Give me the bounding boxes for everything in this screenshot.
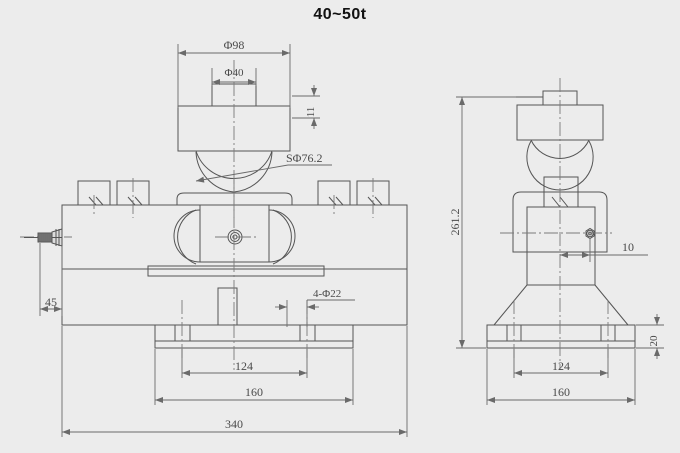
dim-20 — [636, 314, 664, 359]
label-phi98: Φ98 — [224, 38, 245, 52]
label-phi40: Φ40 — [224, 67, 244, 79]
bottom-strip — [147, 265, 325, 277]
label-160-side: 160 — [552, 385, 570, 399]
front-dimensions — [39, 44, 408, 437]
side-base-plate — [486, 324, 636, 349]
side-view-geometry — [460, 90, 636, 349]
dim-sphi762 — [195, 164, 332, 183]
dim-phi40 — [211, 68, 257, 86]
side-dimensions — [456, 96, 664, 405]
dimension-labels: Φ98 Φ40 11 SΦ76.2 45 4-Φ22 124 160 340 2… — [45, 38, 660, 431]
label-340: 340 — [225, 417, 243, 431]
dim-124 — [181, 349, 308, 378]
front-view-geometry — [61, 83, 408, 349]
dim-2612 — [456, 96, 516, 349]
label-sphi762: SΦ76.2 — [286, 151, 322, 165]
center-block — [176, 192, 293, 263]
side-center-block — [526, 206, 596, 286]
label-45: 45 — [45, 295, 57, 309]
label-124-side: 124 — [552, 359, 570, 373]
dim-160-side — [486, 349, 636, 405]
label-20: 20 — [648, 335, 660, 347]
page-title: 40~50t — [313, 6, 367, 23]
bolt-head-group-right — [317, 180, 390, 206]
label-11: 11 — [305, 107, 317, 118]
dim-4phi22 — [275, 299, 355, 327]
relief-cutouts — [173, 209, 296, 265]
side-hex-screw — [585, 227, 595, 240]
bolt-head-group-left — [77, 180, 150, 206]
label-10: 10 — [622, 240, 634, 254]
dim-10 — [560, 238, 648, 262]
cable-gland — [24, 228, 63, 247]
dim-160 — [154, 349, 354, 405]
dim-124-side — [513, 349, 609, 378]
dim-phi98 — [177, 44, 291, 108]
label-4phi22: 4-Φ22 — [313, 288, 341, 300]
side-ball — [526, 139, 594, 191]
label-2612: 261.2 — [448, 209, 462, 236]
label-160: 160 — [245, 385, 263, 399]
centerlines — [20, 60, 612, 370]
load-cell-body — [61, 204, 408, 326]
dim-11 — [292, 85, 320, 129]
dim-45 — [39, 243, 63, 316]
base-plate — [154, 287, 354, 349]
dim-340 — [61, 326, 408, 437]
side-base-trapezoid — [493, 284, 629, 326]
label-124: 124 — [235, 359, 253, 373]
